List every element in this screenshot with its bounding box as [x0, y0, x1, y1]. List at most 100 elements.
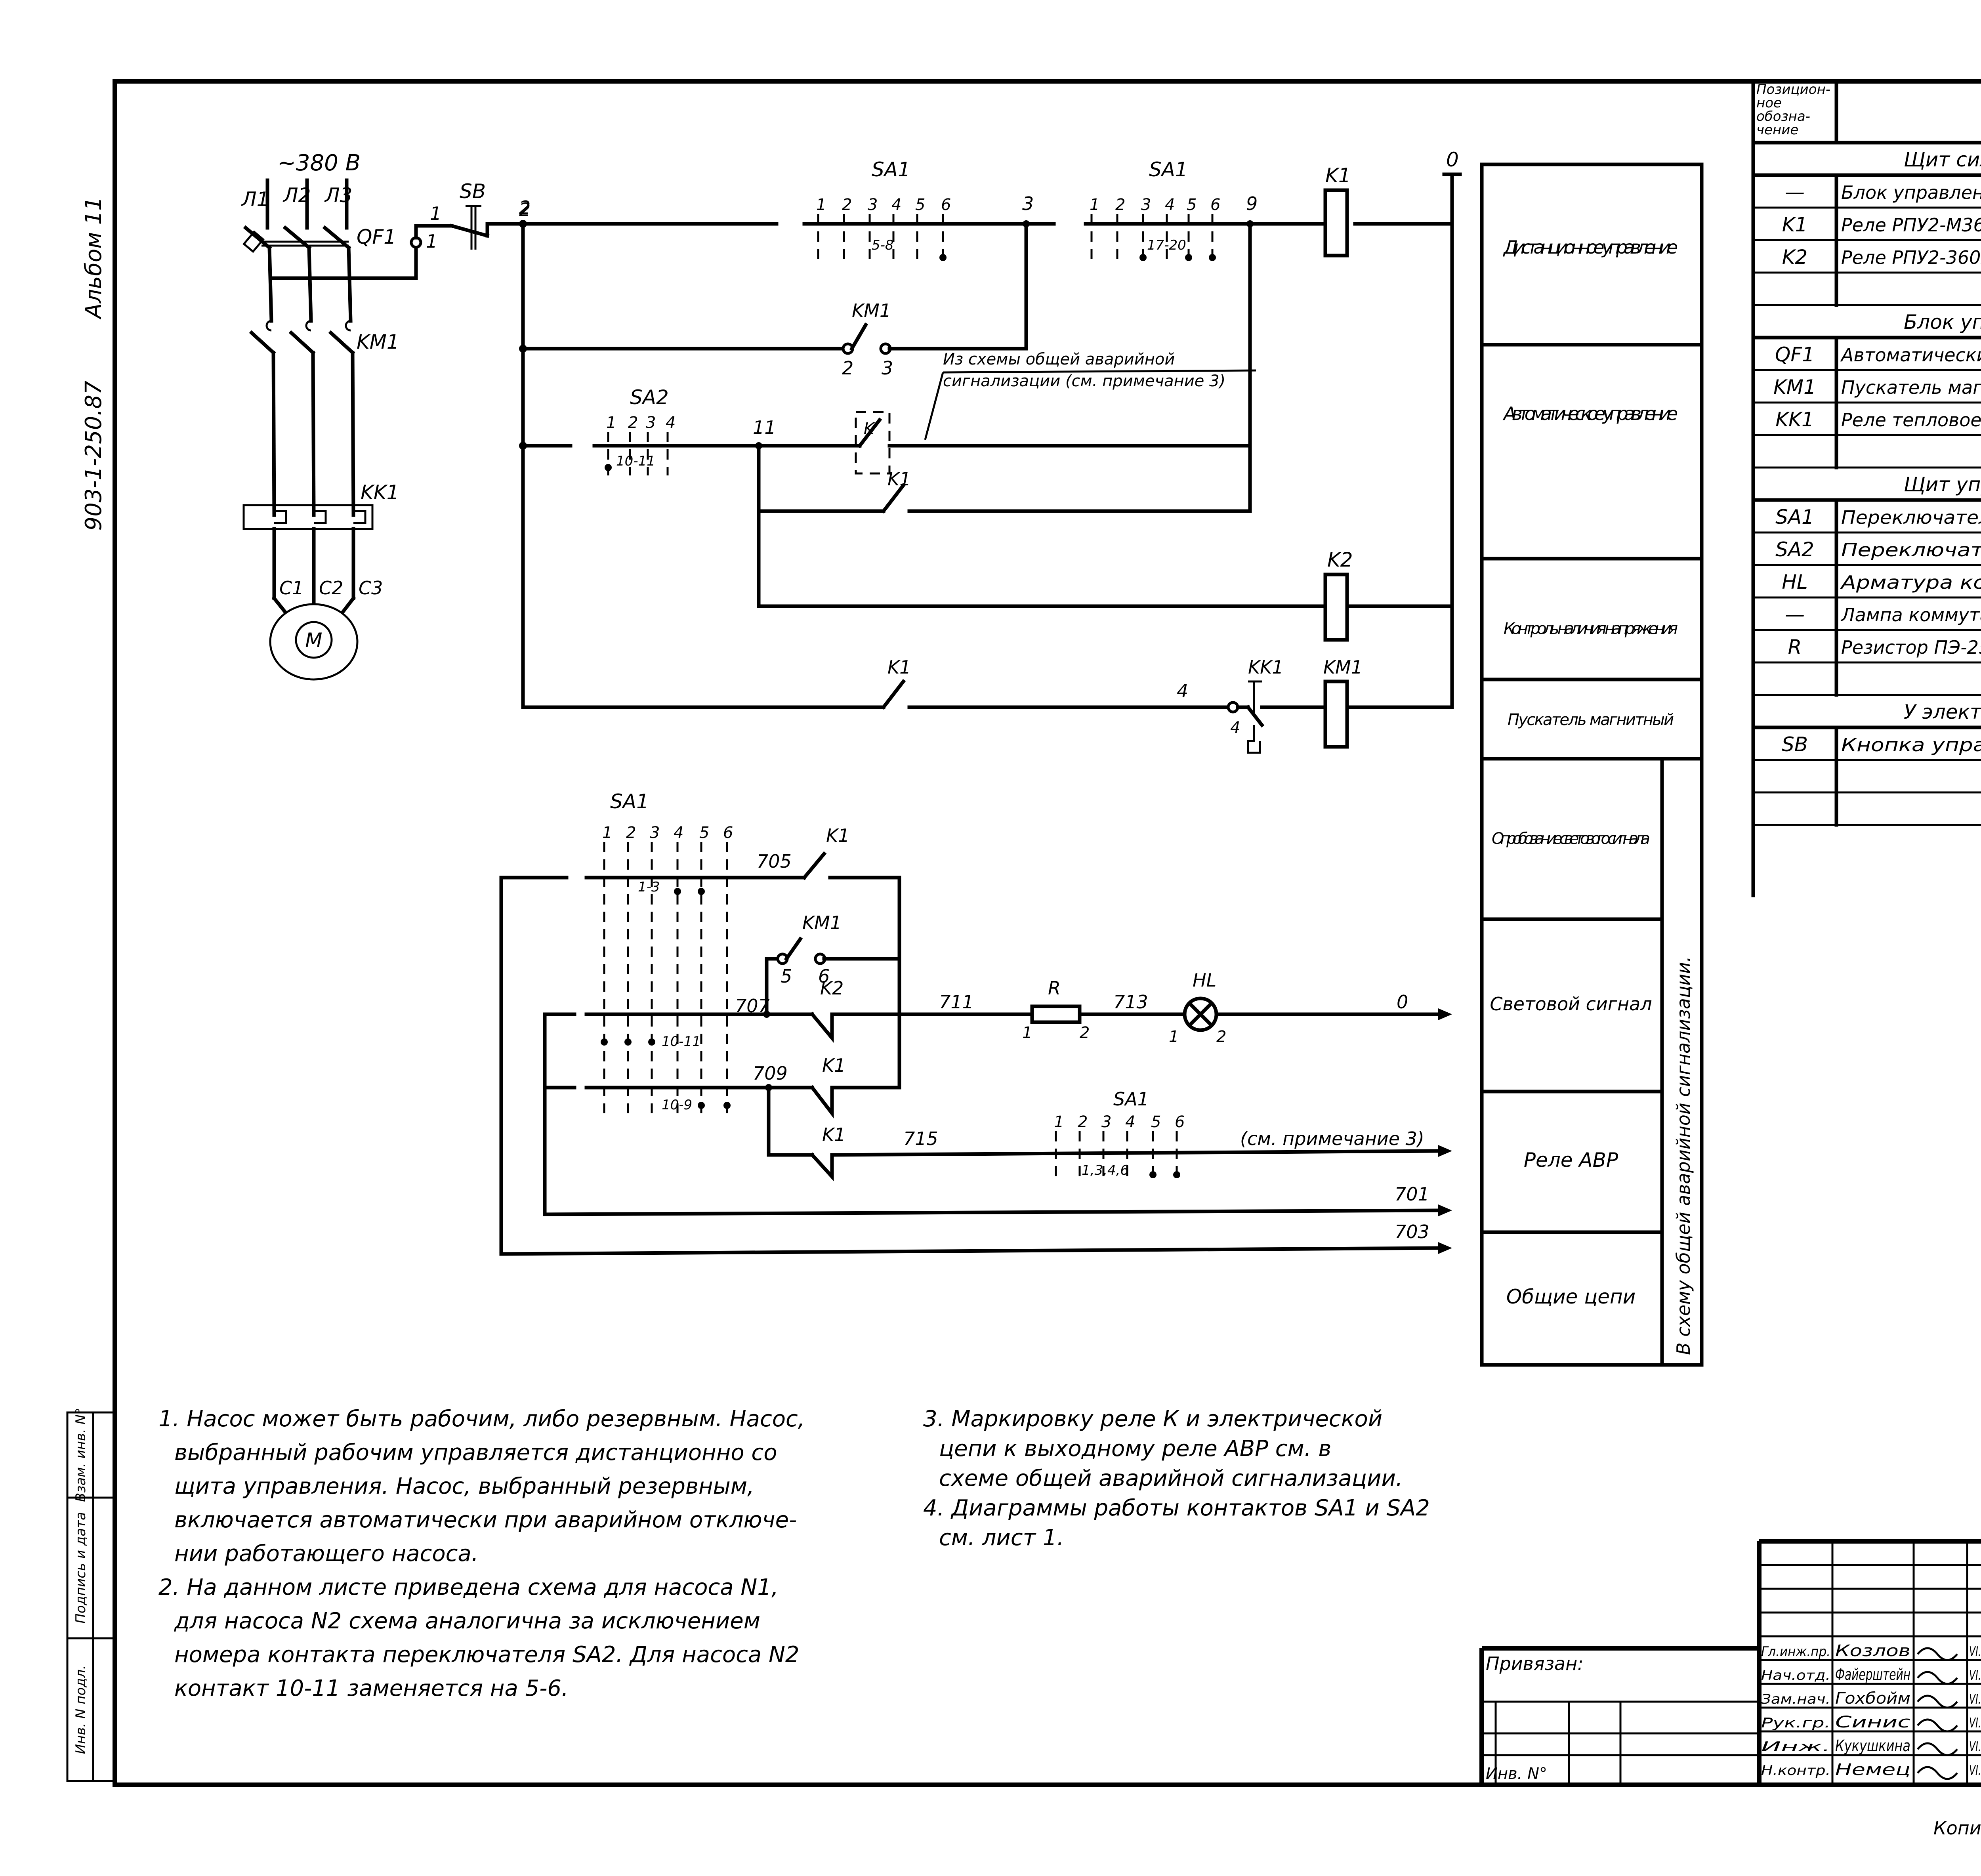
k1-signal-label-a: K1 [826, 825, 849, 846]
spec-table: Позицион-ноеобозна-чениеНаименованиеКол.… [1751, 79, 1981, 897]
note-line: выбранный рабочим управляется дистанцион… [174, 1440, 777, 1466]
sa2-label: SA2 [630, 386, 669, 409]
sa1-pos: 3 [650, 824, 660, 842]
power-circuit: ~380 В Л1 Л2 Л3 QF1 [241, 150, 531, 681]
control-note-line2: сигнализации (см. примечание 3) [943, 372, 1225, 390]
km1-pin-2: 2 [842, 357, 853, 379]
sa1-pos: 2 [1078, 1113, 1088, 1131]
note-line: для насоса N2 схема аналогична за исключ… [174, 1608, 760, 1634]
sa1-signal-label: SA1 [610, 790, 649, 813]
relay-k1-coil: K1 [1323, 164, 1351, 258]
motor-terminal-c3: С3 [359, 577, 383, 599]
thermal-relay-kk1-symbol [242, 504, 374, 530]
signature-mark [1917, 1766, 1958, 1780]
section-light-test: Опробование светового сигнала [1492, 830, 1650, 848]
sa1-pos: 2 [1115, 196, 1125, 214]
album-label: Альбом 11 [81, 197, 107, 319]
motor-label: M [305, 629, 322, 652]
control-note-line1: Из схемы общей аварийной [943, 350, 1175, 368]
sa1-contact-b: 17-20 [1147, 237, 1186, 253]
note-line: 4. Диаграммы работы контактов SA1 и SA2 [923, 1495, 1430, 1521]
sa1-pos: 1 [1054, 1113, 1064, 1131]
k1-start-label: K1 [887, 657, 911, 678]
signature-mark [1917, 1742, 1958, 1756]
cell-name: Реле РПУ2-М36 440У3Б [1841, 214, 1981, 236]
table-row: SA1Переключатель ПМОВФ-13663/9с10г/II-Д1… [1775, 506, 1981, 529]
sa2-contact: 10-11 [616, 453, 655, 469]
signature-date: VI.87 [1969, 1715, 1981, 1731]
margin-stamp-table: Взам. инв. N° Подпись и дата Инв. N подл… [66, 1408, 116, 1782]
copied-by: Копировал [1933, 1817, 1981, 1839]
note-line: нии работающего насоса. [174, 1541, 479, 1567]
table-row: SA2Переключатель ПМОФ45-334466/II-Д261Об… [1775, 538, 1981, 561]
button-label: SB [460, 180, 486, 203]
km1-label: KM1 [852, 300, 891, 321]
resistor-label: R [1048, 977, 1061, 999]
sheet-frame: 20 [113, 79, 1981, 1787]
control-circuit: 0 2 SA1 1 2 3 4 5 6 5-8 3 SA1 1 [519, 148, 1462, 754]
node-2: 2 [519, 197, 531, 218]
cell-name: Пускатель магнитный [1841, 377, 1981, 398]
signature-role: Нач.отд. [1761, 1668, 1830, 1683]
cell-name: Автоматический выключатель [1840, 344, 1981, 366]
sa1-pos: 6 [1175, 1113, 1185, 1131]
sa1-pos: 2 [842, 196, 852, 214]
contactor-km1-coil: KM1 [1323, 657, 1363, 749]
resistor-pin-2: 2 [1080, 1024, 1090, 1042]
section-voltage-control: Контроль наличия напряжения [1504, 620, 1678, 638]
sa2-pos: 4 [666, 414, 676, 432]
k2-coil-label: K2 [1327, 548, 1353, 571]
cell-name: Блок управления [1841, 182, 1981, 203]
group-title: Щит силовой управления [1904, 148, 1981, 171]
cell-position: SB [1782, 733, 1808, 756]
album-stamp: Альбом 11 903-1-250.87 [81, 197, 107, 531]
km1-signal-label: KM1 [802, 912, 842, 933]
signature-mark [1917, 1718, 1958, 1733]
node-0: 0 [1446, 148, 1459, 171]
resistor-pin-1: 1 [1022, 1024, 1032, 1042]
sa1-pos: 5 [699, 824, 709, 842]
sa1-pos: 6 [941, 196, 951, 214]
sa1-pos: 6 [1210, 196, 1220, 214]
header-position: Позицион- [1756, 82, 1830, 97]
lamp-hl: HL 1 2 [1169, 969, 1226, 1046]
signature-date: VI.87 [1969, 1739, 1981, 1755]
signature-role: Рук.гр. [1761, 1715, 1830, 1731]
wire-711: 711 [939, 991, 974, 1013]
resistor-r: R 1 2 [1022, 977, 1090, 1042]
sa1-switch-avr: SA1 1 2 3 4 5 6 1,3,4,6 [1054, 1088, 1185, 1181]
sa1-pos: 4 [674, 824, 683, 842]
group-title: У электродвигателя [1904, 700, 1981, 723]
cell-position: HL [1782, 571, 1807, 594]
wire-709: 709 [753, 1063, 788, 1084]
section-avr-relay: Реле АВР [1524, 1149, 1618, 1172]
signature-name: Файерштейн [1835, 1666, 1910, 1684]
kk1-pin-4: 4 [1230, 719, 1240, 737]
sa1-pos: 3 [1101, 1113, 1111, 1131]
cell-name: Переключатель ПМОВФ-13663/9с10г/II-Д126 [1841, 507, 1981, 528]
wire-1a: 1 [430, 203, 441, 224]
node-3: 3 [1022, 193, 1034, 214]
notes-left: 1. Насос может быть рабочим, либо резерв… [158, 1406, 805, 1701]
node-9: 9 [1246, 193, 1258, 214]
sa1-pos: 4 [1125, 1113, 1135, 1131]
wire-0-signal: 0 [1397, 991, 1408, 1013]
breaker-qf1-symbol [242, 225, 351, 253]
k2-signal-label: K2 [820, 977, 844, 999]
cell-name: Лампа коммутаторная КМ-55-60 [1840, 604, 1981, 626]
note-line: цепи к выходному реле АВР см. в [939, 1436, 1331, 1462]
voltage-label: ~380 В [277, 150, 361, 176]
note-line: см. лист 1. [939, 1525, 1064, 1551]
emergency-relay-k-contact: K [855, 411, 891, 475]
wire-2: 2 [519, 199, 531, 220]
note-line: схеме общей аварийной сигнализации. [939, 1466, 1403, 1491]
note-line: щита управления. Насос, выбранный резерв… [174, 1473, 754, 1499]
project-stamp: 903-1-250.87 [81, 380, 107, 531]
margin-stamp-replacement: Взам. инв. N° [73, 1408, 89, 1502]
wire-715: 715 [903, 1128, 938, 1149]
